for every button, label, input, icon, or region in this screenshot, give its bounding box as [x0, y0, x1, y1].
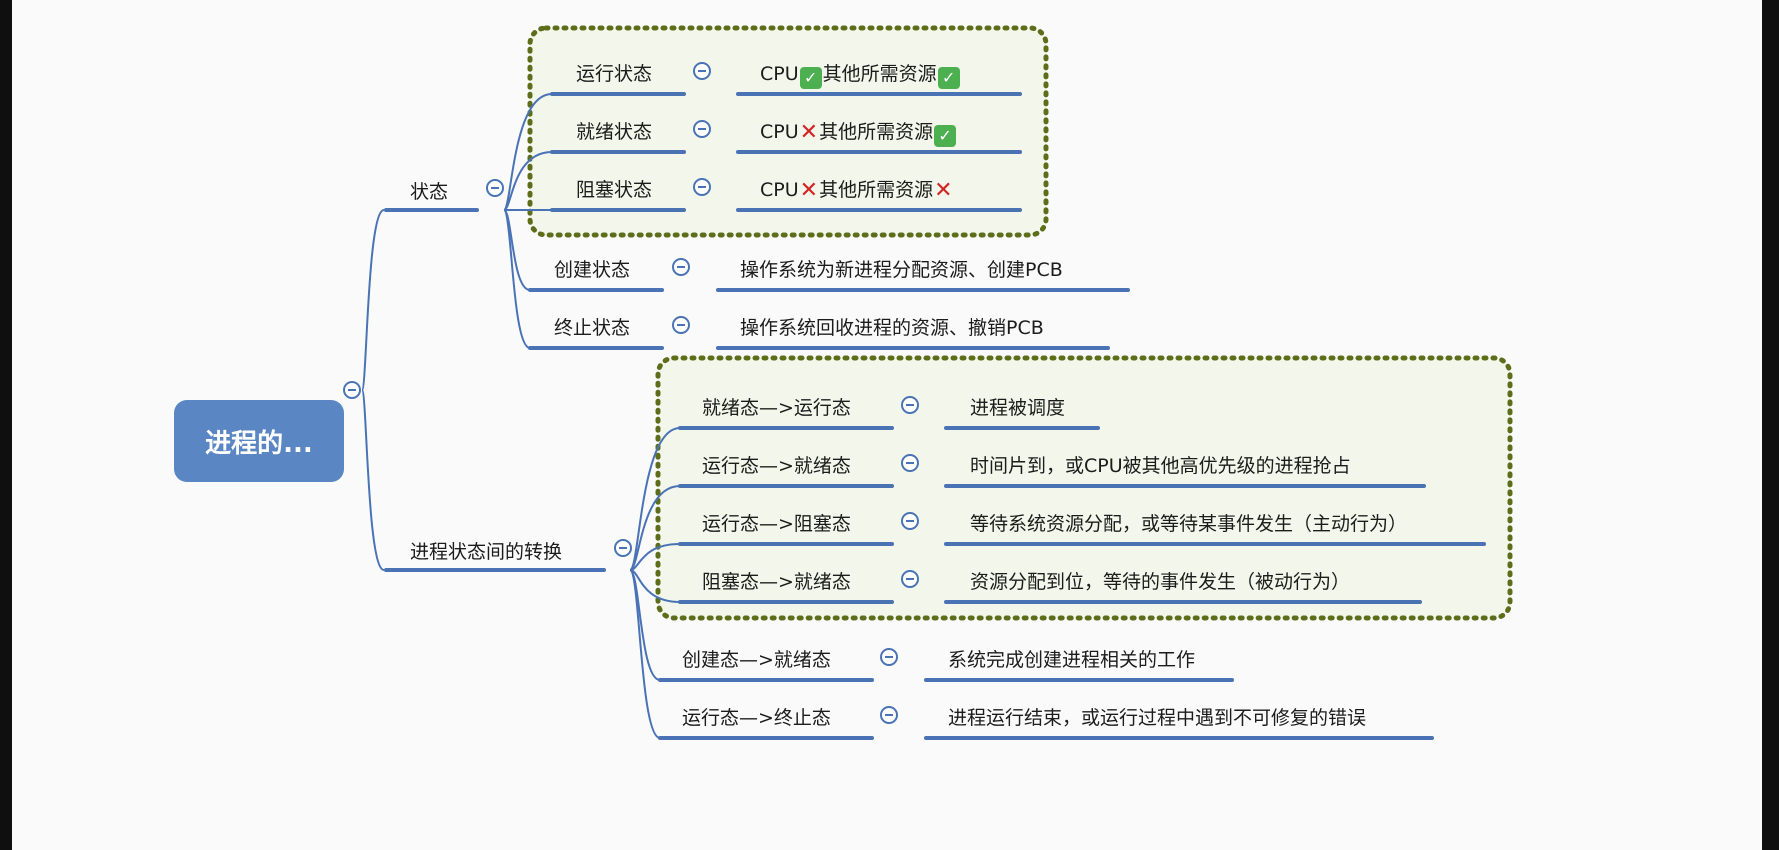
connector-trans-3	[629, 543, 681, 571]
state-running-label: 运行状态	[576, 63, 653, 85]
mind-map-canvas: 进程的... 状态 运行状态 CPU✓其他所需资源✓ 就绪状态 CPU✕其他所需…	[12, 0, 1762, 850]
check-icon: ✓	[934, 125, 957, 147]
state-running-desc: CPU✓其他所需资源✓	[760, 62, 961, 89]
state-create-label: 创建状态	[554, 259, 631, 281]
connector-root-states	[361, 209, 385, 391]
connector-states-terminate	[503, 209, 531, 349]
trans-4-label: 阻塞态—>就绪态	[702, 571, 851, 593]
states-label: 状态	[410, 181, 449, 203]
connector-trans-4	[629, 569, 681, 603]
connector-trans-2	[629, 485, 681, 571]
trans-1-label: 就绪态—>运行态	[702, 397, 851, 419]
cross-icon: ✕	[799, 120, 819, 145]
trans-5-collapse-icon[interactable]	[880, 648, 898, 666]
state-ready-collapse-icon[interactable]	[693, 120, 711, 138]
trans-2-collapse-icon[interactable]	[901, 454, 919, 472]
trans-3-label: 运行态—>阻塞态	[702, 513, 851, 535]
trans-2-desc: 时间片到，或CPU被其他高优先级的进程抢占	[970, 455, 1351, 477]
state-running-collapse-icon[interactable]	[693, 62, 711, 80]
state-terminate-label: 终止状态	[554, 317, 631, 339]
state-terminate-desc: 操作系统回收进程的资源、撤销PCB	[740, 317, 1044, 339]
other-resources-label: 其他所需资源	[822, 63, 937, 85]
states-collapse-icon[interactable]	[486, 179, 504, 197]
trans-1-desc: 进程被调度	[970, 397, 1066, 419]
cross-icon: ✕	[934, 178, 953, 203]
trans-4-collapse-icon[interactable]	[901, 570, 919, 588]
trans-2-label: 运行态—>就绪态	[702, 455, 851, 477]
check-icon: ✓	[937, 67, 960, 89]
state-blocked-collapse-icon[interactable]	[693, 178, 711, 196]
states-group-box	[527, 25, 1049, 238]
trans-3-desc: 等待系统资源分配，或等待某事件发生（主动行为）	[970, 513, 1408, 535]
trans-6-desc: 进程运行结束，或运行过程中遇到不可修复的错误	[948, 707, 1367, 729]
state-ready-label: 就绪状态	[576, 121, 653, 143]
trans-5-desc: 系统完成创建进程相关的工作	[948, 649, 1196, 671]
cpu-label: CPU	[760, 63, 799, 85]
trans-1-collapse-icon[interactable]	[901, 396, 919, 414]
state-ready-desc: CPU✕其他所需资源✓	[760, 120, 957, 147]
other-resources-label: 其他所需资源	[819, 121, 934, 143]
check-icon: ✓	[799, 67, 822, 89]
connector-trans-6	[629, 569, 661, 739]
cross-icon: ✕	[799, 178, 819, 203]
state-create-desc: 操作系统为新进程分配资源、创建PCB	[740, 259, 1063, 281]
connector-root-transitions	[361, 389, 385, 571]
state-create-collapse-icon[interactable]	[672, 258, 690, 276]
cpu-label: CPU	[760, 121, 799, 143]
state-blocked-label: 阻塞状态	[576, 179, 653, 201]
trans-6-collapse-icon[interactable]	[880, 706, 898, 724]
state-blocked-desc: CPU✕其他所需资源✕	[760, 178, 954, 203]
root-collapse-icon[interactable]	[343, 381, 361, 399]
trans-6-label: 运行态—>终止态	[682, 707, 831, 729]
root-label: 进程的...	[205, 428, 313, 459]
other-resources-label: 其他所需资源	[819, 179, 934, 201]
transitions-collapse-icon[interactable]	[614, 539, 632, 557]
trans-5-label: 创建态—>就绪态	[682, 649, 831, 671]
trans-4-desc: 资源分配到位，等待的事件发生（被动行为）	[970, 571, 1351, 593]
connector-states-ready	[503, 151, 553, 211]
connector-layer	[361, 25, 1513, 740]
trans-3-collapse-icon[interactable]	[901, 512, 919, 530]
root-node[interactable]: 进程的...	[174, 400, 344, 482]
transitions-label: 进程状态间的转换	[410, 541, 563, 563]
state-terminate-collapse-icon[interactable]	[672, 316, 690, 334]
cpu-label: CPU	[760, 179, 799, 201]
